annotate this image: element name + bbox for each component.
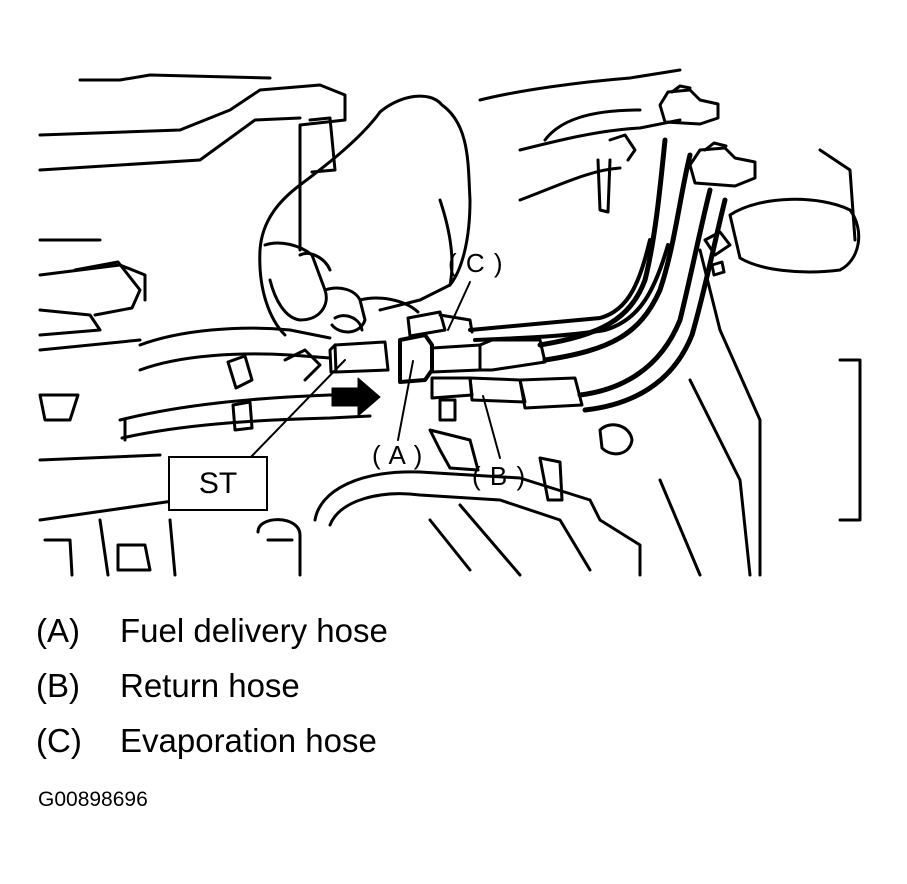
hose-connectors (398, 310, 584, 422)
pressure-regulator (596, 84, 861, 277)
direction-arrow (331, 377, 381, 417)
legend-text: Return hose (120, 667, 300, 704)
leader-lines (249, 281, 501, 459)
hose-clip (428, 423, 634, 502)
callout-c-label: ( C ) (448, 248, 504, 278)
legend-key: (C) (36, 722, 82, 759)
legend-text: Fuel delivery hose (120, 612, 388, 649)
callout-a-label: ( A ) (372, 440, 424, 470)
special-tool-label: ST (168, 456, 268, 511)
callout-b-label: ( B ) (472, 461, 527, 491)
fuel-pipes (118, 326, 372, 442)
legend-text: Evaporation hose (120, 722, 377, 759)
legend-key: (B) (36, 667, 80, 704)
figure-code: G00898696 (38, 788, 148, 811)
legend-key: (A) (36, 612, 80, 649)
hose-bundle (468, 137, 728, 413)
engine-background (38, 68, 862, 577)
engine-hose-illustration (38, 68, 862, 577)
hand-illustration (258, 94, 472, 337)
